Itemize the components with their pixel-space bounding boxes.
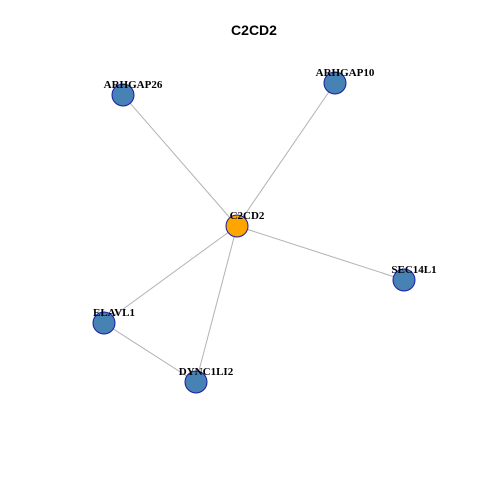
node-elavl1[interactable] <box>92 311 116 335</box>
node-arhgap10[interactable] <box>323 71 347 95</box>
edge-c2cd2-dync1li2 <box>195 225 238 383</box>
nodes-layer <box>92 71 416 394</box>
node-label-arhgap10: ARHGAP10 <box>316 67 375 79</box>
node-label-arhgap26: ARHGAP26 <box>104 79 163 91</box>
edges-layer <box>103 82 405 383</box>
node-label-c2cd2: C2CD2 <box>230 210 265 222</box>
labels-layer: C2CD2 ARHGAP26 ARHGAP10SEC14L1ELAVL1DYNC1L… <box>93 67 437 378</box>
edge-c2cd2-sec14l1 <box>236 225 405 281</box>
edge-c2cd2-elavl1 <box>103 225 238 324</box>
edge-c2cd2-arhgap26 <box>122 94 238 227</box>
node-sec14l1[interactable] <box>392 268 416 292</box>
node-arhgap26[interactable] <box>111 83 135 107</box>
node-dync1li2[interactable] <box>184 370 208 394</box>
node-label-sec14l1: SEC14L1 <box>391 264 436 276</box>
edge-c2cd2-arhgap10 <box>236 82 336 227</box>
edge-elavl1-dync1li2 <box>103 322 197 383</box>
graph-title: C2CD2 <box>231 22 277 38</box>
node-label-dync1li2: DYNC1LI2 <box>179 366 234 378</box>
node-label-elavl1: ELAVL1 <box>93 307 135 319</box>
node-c2cd2[interactable] <box>225 214 249 238</box>
